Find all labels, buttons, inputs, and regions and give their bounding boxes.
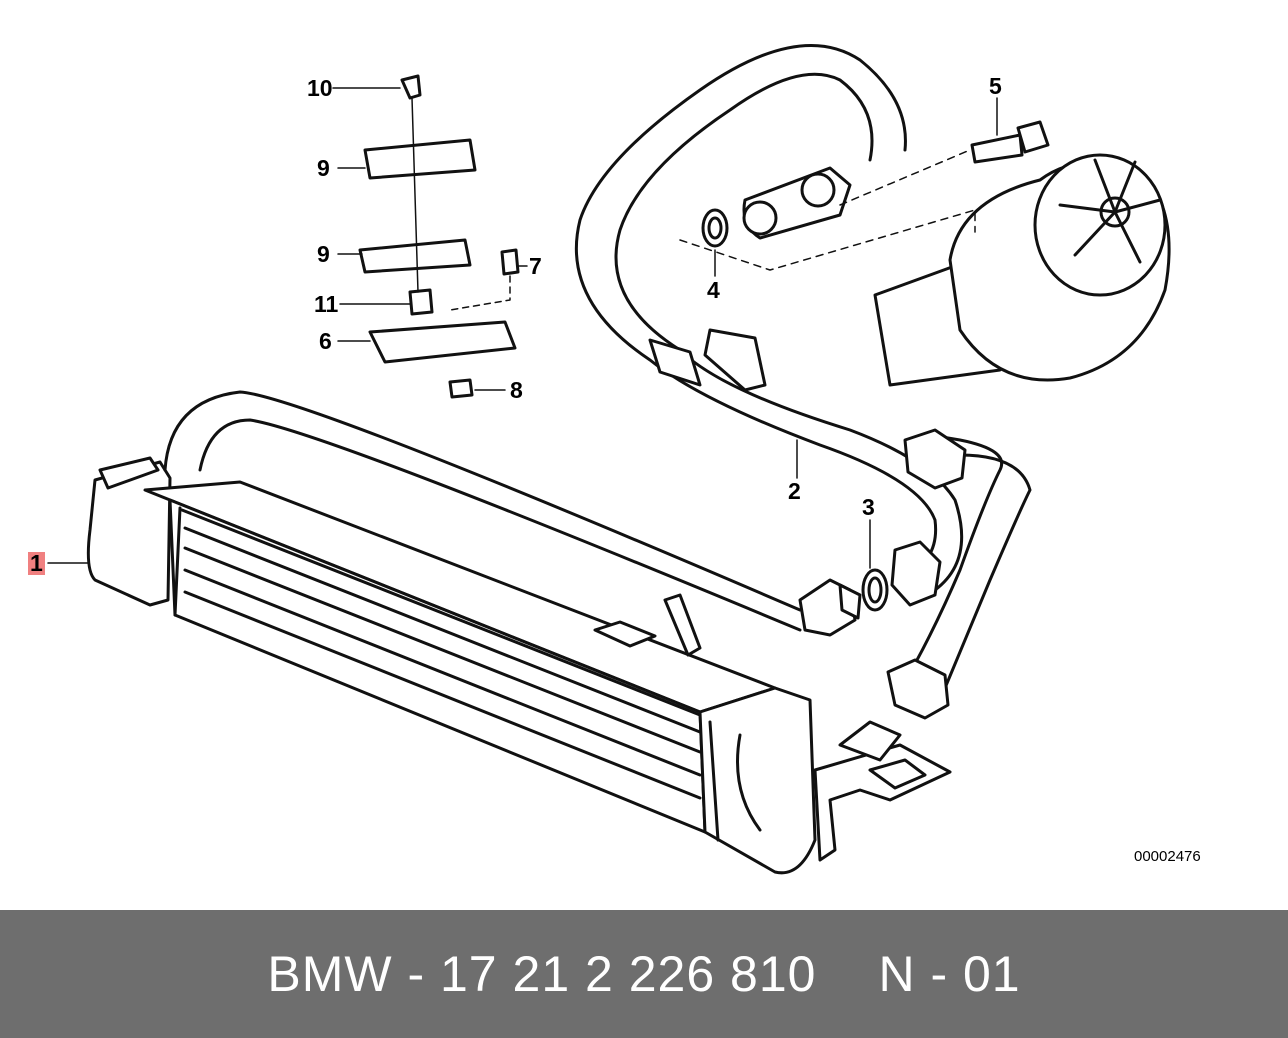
drawing-number: 00002476 bbox=[1134, 848, 1201, 865]
callout-2[interactable]: 2 bbox=[788, 478, 801, 504]
diagram-drawing bbox=[47, 43, 1171, 875]
position-code: N - 01 bbox=[878, 946, 1021, 1002]
callout-11[interactable]: 11 bbox=[314, 291, 339, 317]
footer-bar: BMW - 17 21 2 226 810 N - 01 bbox=[0, 910, 1288, 1038]
callout-6[interactable]: 6 bbox=[319, 328, 332, 354]
part-number: BMW - 17 21 2 226 810 bbox=[267, 946, 817, 1002]
leader-lines bbox=[47, 87, 998, 569]
callout-9-lower[interactable]: 9 bbox=[317, 241, 330, 267]
construction-lines bbox=[679, 149, 976, 271]
hose-upper-part-2 bbox=[574, 43, 1032, 720]
callout-7[interactable]: 7 bbox=[529, 253, 542, 279]
callout-10[interactable]: 10 bbox=[307, 75, 333, 101]
callout-1[interactable]: 1 bbox=[28, 550, 45, 576]
parts-diagram: 1 2 3 4 5 6 7 8 9 9 10 11 00002476 bbox=[28, 43, 1201, 875]
callout-5[interactable]: 5 bbox=[989, 73, 1002, 99]
callout-9-upper[interactable]: 9 bbox=[317, 155, 330, 181]
bolt-part-5 bbox=[970, 120, 1050, 164]
footer-caption: BMW - 17 21 2 226 810 N - 01 bbox=[0, 910, 1288, 1038]
hose-lower bbox=[163, 390, 862, 637]
callout-4[interactable]: 4 bbox=[707, 277, 720, 303]
oil-filter-housing bbox=[873, 153, 1171, 387]
oil-cooler-part-1 bbox=[86, 456, 952, 875]
mounting-hardware bbox=[358, 74, 520, 399]
callout-3[interactable]: 3 bbox=[862, 494, 875, 520]
callout-8[interactable]: 8 bbox=[510, 377, 523, 403]
